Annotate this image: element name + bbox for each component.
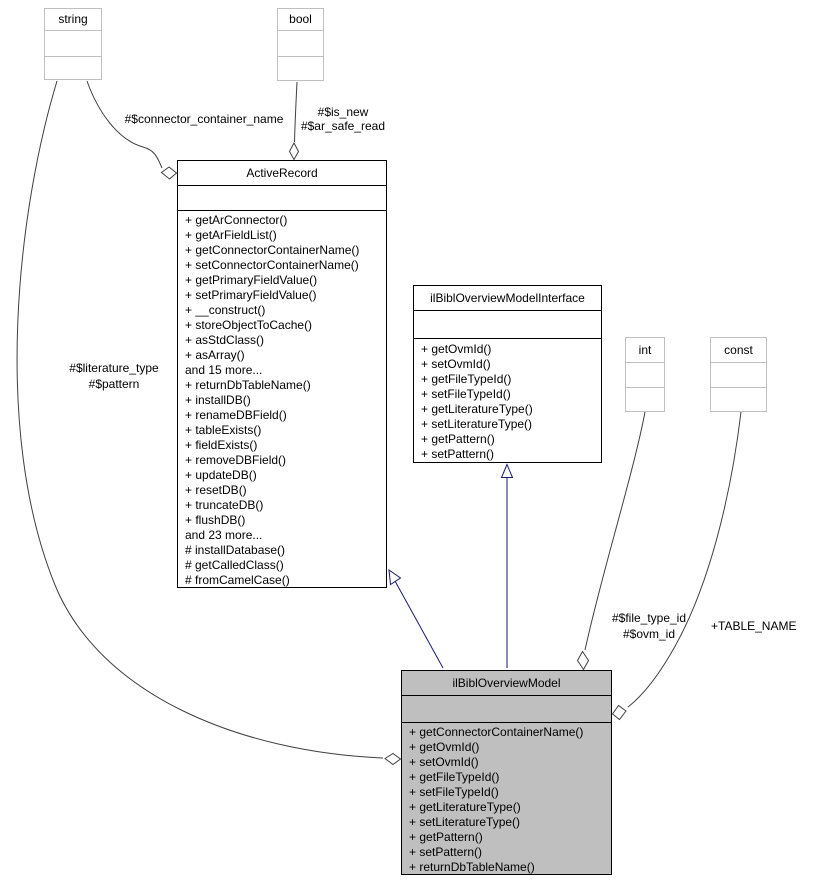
method-entry: and 15 more... xyxy=(185,363,263,377)
label-literature-type-text: #$literature_type xyxy=(69,361,159,375)
method-entry: + getPrimaryFieldValue() xyxy=(185,273,318,287)
bool-attrs-compartment xyxy=(278,31,323,57)
method-entry: + removeDBField() xyxy=(185,453,287,467)
method-entry: + installDB() xyxy=(185,393,251,407)
method-entry: + tableExists() xyxy=(185,423,262,437)
activerecord-methods-compartment: + getArConnector()+ getArFieldList()+ ge… xyxy=(178,211,386,587)
class-box-bool: bool xyxy=(277,8,324,81)
label-table-name: +TABLE_NAME xyxy=(711,619,796,633)
aggregation-diamond-activerecord-top xyxy=(288,141,300,161)
method-entry: and 23 more... xyxy=(185,528,263,542)
label-is-new-text: #$is_new xyxy=(317,105,369,119)
aggregation-diamond-model-left xyxy=(384,752,402,766)
label-pattern-text: #$pattern xyxy=(88,377,140,391)
method-entry: + setPattern() xyxy=(421,447,495,461)
inheritance-edge-model-activerecord xyxy=(394,580,444,669)
class-box-bool-title: bool xyxy=(278,9,323,31)
class-box-const: const xyxy=(710,337,767,412)
method-entry: + truncateDB() xyxy=(185,498,264,512)
method-entry: + getFileTypeId() xyxy=(409,770,500,784)
method-entry: + setFileTypeId() xyxy=(409,785,499,799)
class-box-const-title: const xyxy=(711,338,766,363)
method-entry: + getPattern() xyxy=(409,830,483,844)
label-connector-container-name-text: #$connector_container_name xyxy=(124,112,284,126)
method-entry: + returnDbTableName() xyxy=(185,378,311,392)
method-entry: + getArFieldList() xyxy=(185,228,277,242)
const-attrs-compartment xyxy=(711,363,766,388)
edge-int-model xyxy=(584,411,646,651)
model-attrs-compartment xyxy=(402,696,611,723)
method-entry: + getOvmId() xyxy=(421,342,492,356)
method-entry: + updateDB() xyxy=(185,468,257,482)
method-entry: + setLiteratureType() xyxy=(409,815,521,829)
method-entry: + resetDB() xyxy=(185,483,247,497)
method-entry: + storeObjectToCache() xyxy=(185,318,313,332)
method-entry: + setLiteratureType() xyxy=(421,417,533,431)
class-box-string: string xyxy=(44,8,102,80)
bool-methods-compartment xyxy=(278,57,323,80)
method-entry: + setFileTypeId() xyxy=(421,387,511,401)
method-entry: + setOvmId() xyxy=(421,357,491,371)
class-box-activerecord[interactable]: ActiveRecord + getArConnector()+ getArFi… xyxy=(177,160,387,588)
const-methods-compartment xyxy=(711,388,766,411)
method-entry: + flushDB() xyxy=(185,513,246,527)
label-connector-container-name: #$connector_container_name xyxy=(116,112,292,126)
method-entry: + getConnectorContainerName() xyxy=(185,243,360,257)
model-methods-compartment: + getConnectorContainerName()+ getOvmId(… xyxy=(402,723,611,874)
label-file-type-id-text: #$file_type_id xyxy=(611,611,687,625)
class-box-int: int xyxy=(625,337,665,412)
class-box-ilbibloverviewmodel: ilBiblOverviewModel + getConnectorContai… xyxy=(401,670,612,875)
edge-string-model xyxy=(16,80,384,759)
class-box-ilbibloverviewmodelinterface[interactable]: ilBiblOverviewModelInterface + getOvmId(… xyxy=(413,285,602,463)
interface-attrs-compartment xyxy=(414,311,601,339)
method-entry: + getFileTypeId() xyxy=(421,372,512,386)
interface-methods-compartment: + getOvmId()+ setOvmId()+ getFileTypeId(… xyxy=(414,339,601,462)
method-entry: + getLiteratureType() xyxy=(421,402,533,416)
aggregation-diamond-model-top xyxy=(576,650,590,671)
label-literature-type-pattern: #$literature_type #$pattern xyxy=(62,360,166,392)
aggregation-diamond-model-right xyxy=(611,704,627,721)
class-box-int-title: int xyxy=(626,338,664,363)
class-box-ilbibloverviewmodel-title: ilBiblOverviewModel xyxy=(402,671,611,696)
method-entry: + setConnectorContainerName() xyxy=(185,258,359,272)
method-entry: + fieldExists() xyxy=(185,438,258,452)
label-file-type-id-ovm-id: #$file_type_id #$ovm_id xyxy=(605,610,693,642)
inheritance-arrowhead-interface xyxy=(500,463,514,478)
method-entry: + __construct() xyxy=(185,303,266,317)
class-box-string-title: string xyxy=(45,9,101,31)
method-entry: + asStdClass() xyxy=(185,333,265,347)
int-attrs-compartment xyxy=(626,363,664,388)
edge-string-activerecord xyxy=(86,80,163,169)
class-box-ilbibloverviewmodelinterface-title[interactable]: ilBiblOverviewModelInterface xyxy=(414,286,601,311)
method-entry: + setOvmId() xyxy=(409,755,479,769)
method-entry: + returnDbTableName() xyxy=(409,860,535,874)
method-entry: + getOvmId() xyxy=(409,740,480,754)
class-box-activerecord-title[interactable]: ActiveRecord xyxy=(178,161,386,186)
int-methods-compartment xyxy=(626,388,664,411)
method-entry: + getConnectorContainerName() xyxy=(409,725,584,739)
method-entry: # getCalledClass() xyxy=(185,558,284,572)
edge-const-model xyxy=(627,411,742,708)
edge-bool-activerecord xyxy=(294,81,298,143)
aggregation-diamond-activerecord-left xyxy=(160,166,178,180)
method-entry: # fromCamelCase() xyxy=(185,573,290,587)
inheritance-arrowhead-activerecord xyxy=(388,568,402,586)
method-entry: + getArConnector() xyxy=(185,213,288,227)
method-entry: + setPattern() xyxy=(409,845,483,859)
method-entry: + renameDBField() xyxy=(185,408,287,422)
activerecord-attrs-compartment xyxy=(178,186,386,211)
string-attrs-compartment xyxy=(45,31,101,57)
method-entry: + asArray() xyxy=(185,348,245,362)
label-ovm-id-text: #$ovm_id xyxy=(622,627,676,641)
label-ar-safe-read-text: #$ar_safe_read xyxy=(300,119,386,133)
method-entry: + setPrimaryFieldValue() xyxy=(185,288,317,302)
label-is-new-ar-safe-read: #$is_new #$ar_safe_read xyxy=(296,105,390,133)
string-methods-compartment xyxy=(45,57,101,79)
method-entry: + getLiteratureType() xyxy=(409,800,521,814)
label-table-name-text: +TABLE_NAME xyxy=(711,619,797,633)
method-entry: + getPattern() xyxy=(421,432,495,446)
method-entry: # installDatabase() xyxy=(185,543,286,557)
